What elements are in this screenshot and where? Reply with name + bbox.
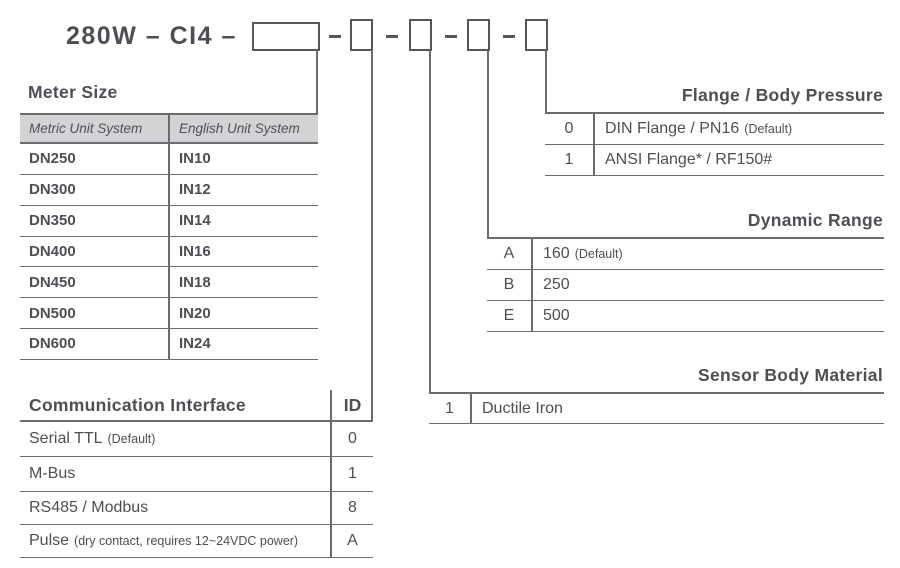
table-row: DN300 IN12 xyxy=(20,174,318,206)
option-label: 500 xyxy=(543,307,570,324)
flange-body-pressure-code-box xyxy=(525,19,548,51)
metric-size-cell: DN250 xyxy=(20,144,170,174)
interface-note: (dry contact, requires 12~24VDC power) xyxy=(74,534,299,548)
table-row: E 500 xyxy=(487,301,884,332)
meter-size-code-box xyxy=(252,22,320,51)
english-column-header: English Unit System xyxy=(179,121,300,136)
table-row: Serial TTL (Default) 0 xyxy=(20,422,373,457)
dash-separator xyxy=(329,35,341,38)
option-label-cell: 500 xyxy=(533,301,884,331)
metric-column-header: Metric Unit System xyxy=(20,115,170,142)
option-note: (Default) xyxy=(744,122,793,136)
table-row: 0 DIN Flange / PN16 (Default) xyxy=(545,114,884,145)
option-note: (Default) xyxy=(574,247,623,261)
connector-communication-interface xyxy=(371,50,373,422)
interface-note: (Default) xyxy=(107,432,156,446)
interface-label-cell: Serial TTL (Default) xyxy=(20,422,332,456)
option-code-cell: A xyxy=(487,239,533,269)
connector-flange-body-pressure xyxy=(545,50,547,112)
interface-label-cell: M-Bus xyxy=(20,457,332,491)
option-code-cell: E xyxy=(487,301,533,331)
connector-meter-size xyxy=(316,50,318,113)
option-label-cell: DIN Flange / PN16 (Default) xyxy=(595,114,884,144)
sensor-body-material-heading: Sensor Body Material xyxy=(698,365,883,385)
interface-label: M-Bus xyxy=(29,465,76,482)
option-label-cell: 160 (Default) xyxy=(533,239,884,269)
dash-separator xyxy=(445,35,457,38)
communication-interface-header-row: Communication Interface ID xyxy=(20,390,373,422)
table-row: DN500 IN20 xyxy=(20,298,318,330)
communication-interface-code-box xyxy=(350,19,373,51)
table-row: A 160 (Default) xyxy=(487,239,884,270)
table-row: Pulse (dry contact, requires 12~24VDC po… xyxy=(20,525,373,558)
meter-size-header-row: Metric Unit System English Unit System xyxy=(20,115,318,144)
english-size-cell: IN16 xyxy=(179,242,211,260)
metric-size-cell: DN350 xyxy=(20,205,170,236)
communication-interface-table: Communication Interface ID Serial TTL (D… xyxy=(20,390,373,558)
option-code-cell: 1 xyxy=(545,145,595,175)
english-size-cell: IN20 xyxy=(179,304,211,322)
interface-id-cell: 8 xyxy=(348,499,357,516)
interface-label: Pulse xyxy=(29,532,70,549)
table-row: RS485 / Modbus 8 xyxy=(20,492,373,525)
option-label: ANSI Flange* / RF150# xyxy=(605,151,773,168)
english-size-cell: IN12 xyxy=(179,181,211,199)
meter-size-heading: Meter Size xyxy=(28,82,118,102)
option-label-cell: Ductile Iron xyxy=(472,394,884,423)
dynamic-range-heading: Dynamic Range xyxy=(747,210,883,230)
table-row: M-Bus 1 xyxy=(20,457,373,492)
interface-id-cell: A xyxy=(347,532,358,549)
interface-label-cell: RS485 / Modbus xyxy=(20,492,332,524)
english-size-cell: IN14 xyxy=(179,212,211,230)
table-row: 1 ANSI Flange* / RF150# xyxy=(545,145,884,176)
connector-sensor-body-material xyxy=(429,50,431,392)
connector-dynamic-range xyxy=(487,50,489,237)
table-row: DN250 IN10 xyxy=(20,144,318,175)
metric-size-cell: DN300 xyxy=(20,174,170,205)
option-code-cell: 1 xyxy=(429,394,472,423)
interface-label: Serial TTL xyxy=(29,430,103,447)
interface-label-cell: Pulse (dry contact, requires 12~24VDC po… xyxy=(20,525,332,557)
sensor-body-material-table: 1 Ductile Iron xyxy=(429,392,884,424)
option-code-cell: 0 xyxy=(545,114,595,144)
table-row: DN350 IN14 xyxy=(20,205,318,237)
option-label: Ductile Iron xyxy=(482,399,563,417)
dash-separator xyxy=(386,35,398,38)
option-code-cell: B xyxy=(487,270,533,300)
communication-interface-heading: Communication Interface xyxy=(20,390,332,420)
table-row: DN600 IN24 xyxy=(20,329,318,360)
option-label: 160 xyxy=(543,245,570,262)
table-row: DN450 IN18 xyxy=(20,267,318,299)
dynamic-range-code-box xyxy=(467,19,490,51)
option-label-cell: ANSI Flange* / RF150# xyxy=(595,145,884,175)
meter-size-table: Metric Unit System English Unit System D… xyxy=(20,113,318,360)
table-row: 1 Ductile Iron xyxy=(429,394,884,424)
id-column-header: ID xyxy=(343,394,362,415)
model-code-prefix: 280W – CI4 – xyxy=(66,22,237,50)
metric-size-cell: DN400 xyxy=(20,236,170,267)
option-label-cell: 250 xyxy=(533,270,884,300)
flange-body-pressure-heading: Flange / Body Pressure xyxy=(681,85,883,105)
option-label: 250 xyxy=(543,276,570,293)
interface-id-cell: 1 xyxy=(348,465,357,482)
sensor-body-material-code-box xyxy=(409,19,432,51)
english-size-cell: IN10 xyxy=(179,150,211,168)
metric-size-cell: DN500 xyxy=(20,298,170,329)
english-size-cell: IN18 xyxy=(179,273,211,291)
flange-body-pressure-table: 0 DIN Flange / PN16 (Default) 1 ANSI Fla… xyxy=(545,112,884,176)
table-row: DN400 IN16 xyxy=(20,236,318,268)
option-label: DIN Flange / PN16 xyxy=(605,120,740,137)
metric-size-cell: DN600 xyxy=(20,329,170,359)
interface-id-cell: 0 xyxy=(348,430,357,447)
dynamic-range-table: A 160 (Default) B 250 E 500 xyxy=(487,237,884,332)
english-size-cell: IN24 xyxy=(179,335,211,353)
interface-label: RS485 / Modbus xyxy=(29,499,149,516)
metric-size-cell: DN450 xyxy=(20,267,170,298)
dash-separator xyxy=(503,35,515,38)
table-row: B 250 xyxy=(487,270,884,301)
